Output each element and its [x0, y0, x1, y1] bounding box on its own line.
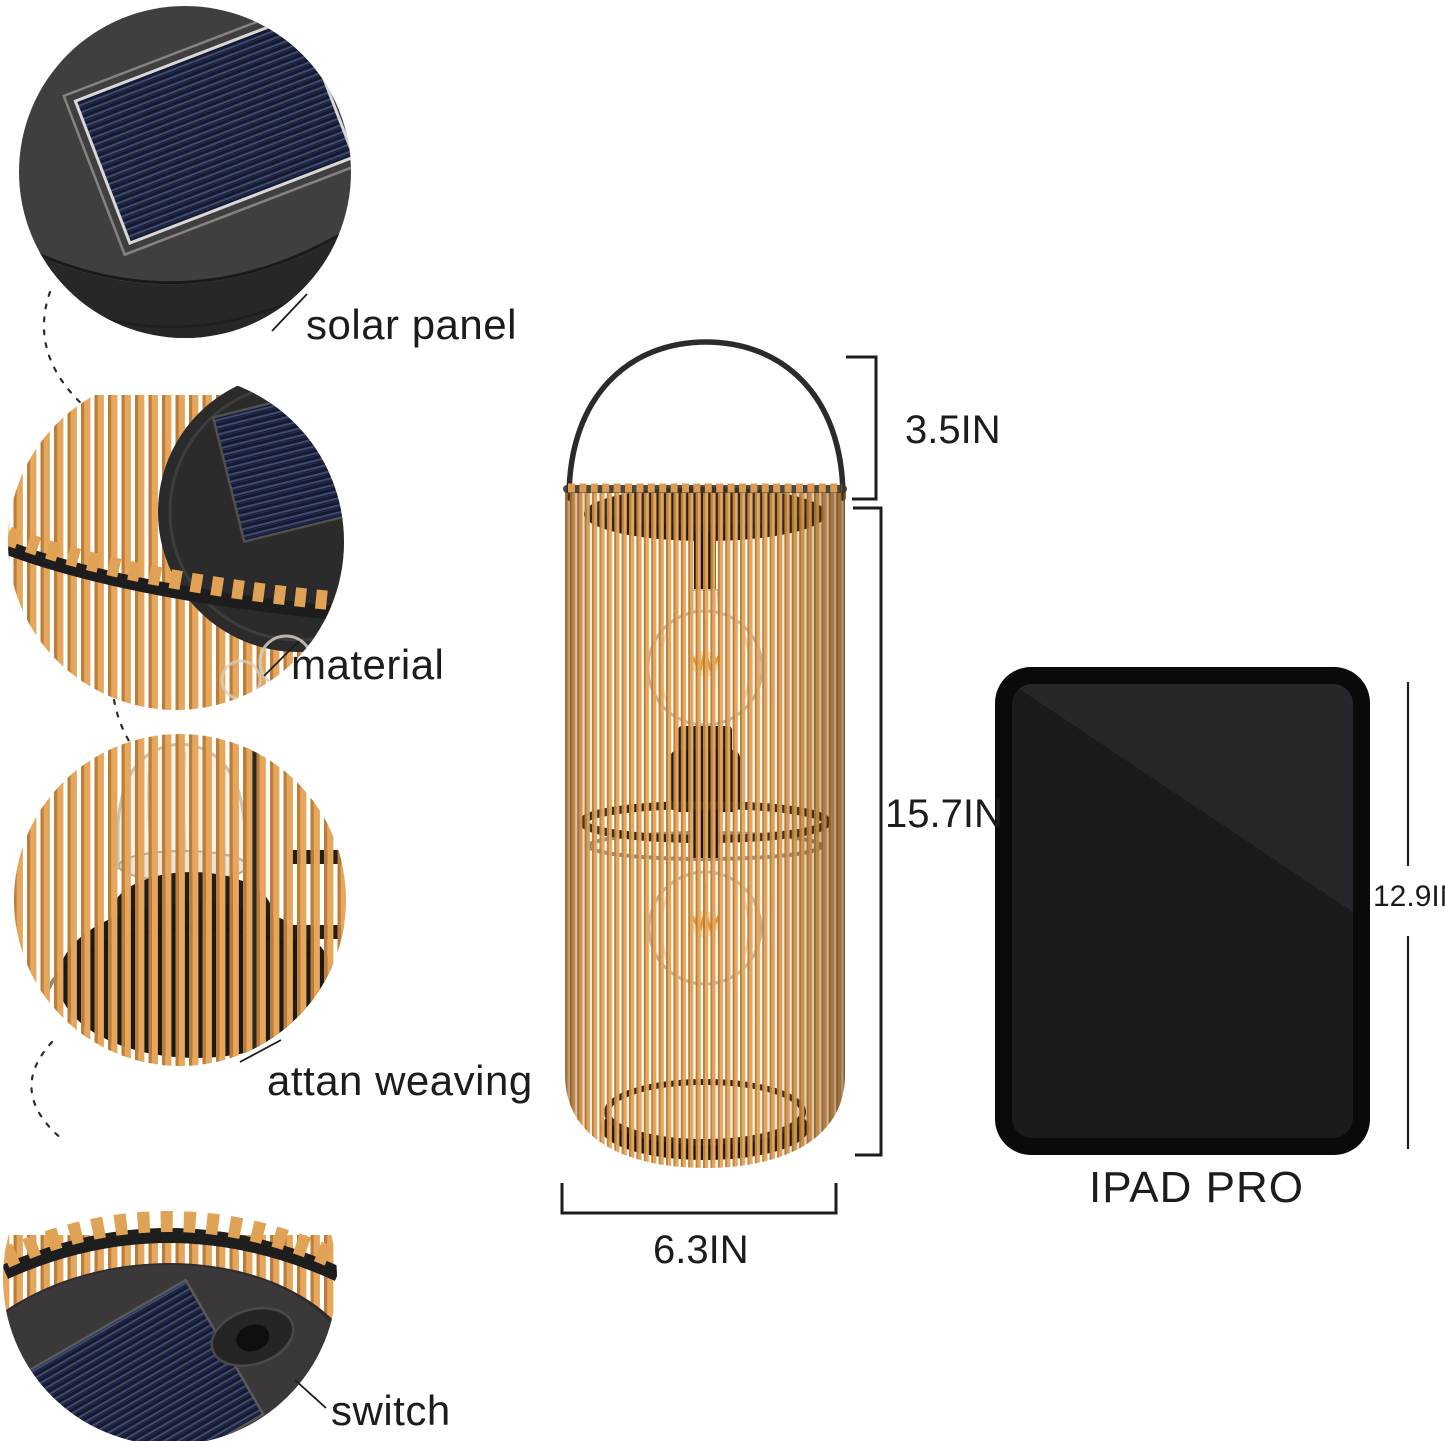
- callout-photo-switch: [3, 1111, 337, 1441]
- lantern-photo: [563, 339, 847, 1168]
- dimension-bracket-handle-height: [846, 355, 878, 501]
- solar-unit-with-switch: [3, 1262, 337, 1441]
- callout-photo-solar-panel: [19, 6, 351, 338]
- callout-photo-rattan-weaving: [14, 734, 346, 1066]
- label-leader-lines: [239, 293, 327, 1409]
- lantern-handle: [566, 339, 846, 501]
- callout-photo-material: [8, 374, 344, 710]
- dimension-bracket-body-height: [853, 506, 883, 1157]
- switch-button: [236, 1324, 270, 1352]
- dimension-label-ipad-screen: 12.9IN: [1373, 880, 1445, 913]
- callout-label-material: material: [291, 641, 445, 688]
- callout-label-solar-panel: solar panel: [306, 301, 517, 348]
- weave-rail: [3, 1228, 337, 1281]
- ipad-screen-sheen: [1012, 684, 1353, 912]
- callout-connectors: [30, 290, 131, 1142]
- callout-label-switch: switch: [331, 1387, 451, 1434]
- weave-rail: [8, 541, 344, 621]
- dimension-bracket-base-width: [560, 1183, 838, 1215]
- dimension-label-base-width: 6.3IN: [653, 1228, 749, 1272]
- ipad-photo: [995, 667, 1370, 1155]
- dimension-label-handle-height: 3.5IN: [905, 408, 1001, 452]
- solar-panel-closeup: [62, 6, 351, 257]
- dimension-lines: [560, 355, 1410, 1215]
- callout-label-attan-weaving: attan weaving: [267, 1057, 533, 1104]
- ipad-pro-label: IPAD PRO: [1089, 1163, 1305, 1212]
- weave-loops: [3, 1211, 337, 1270]
- dimension-label-body-height: 15.7IN: [885, 792, 1003, 836]
- weave-loops: [8, 527, 344, 612]
